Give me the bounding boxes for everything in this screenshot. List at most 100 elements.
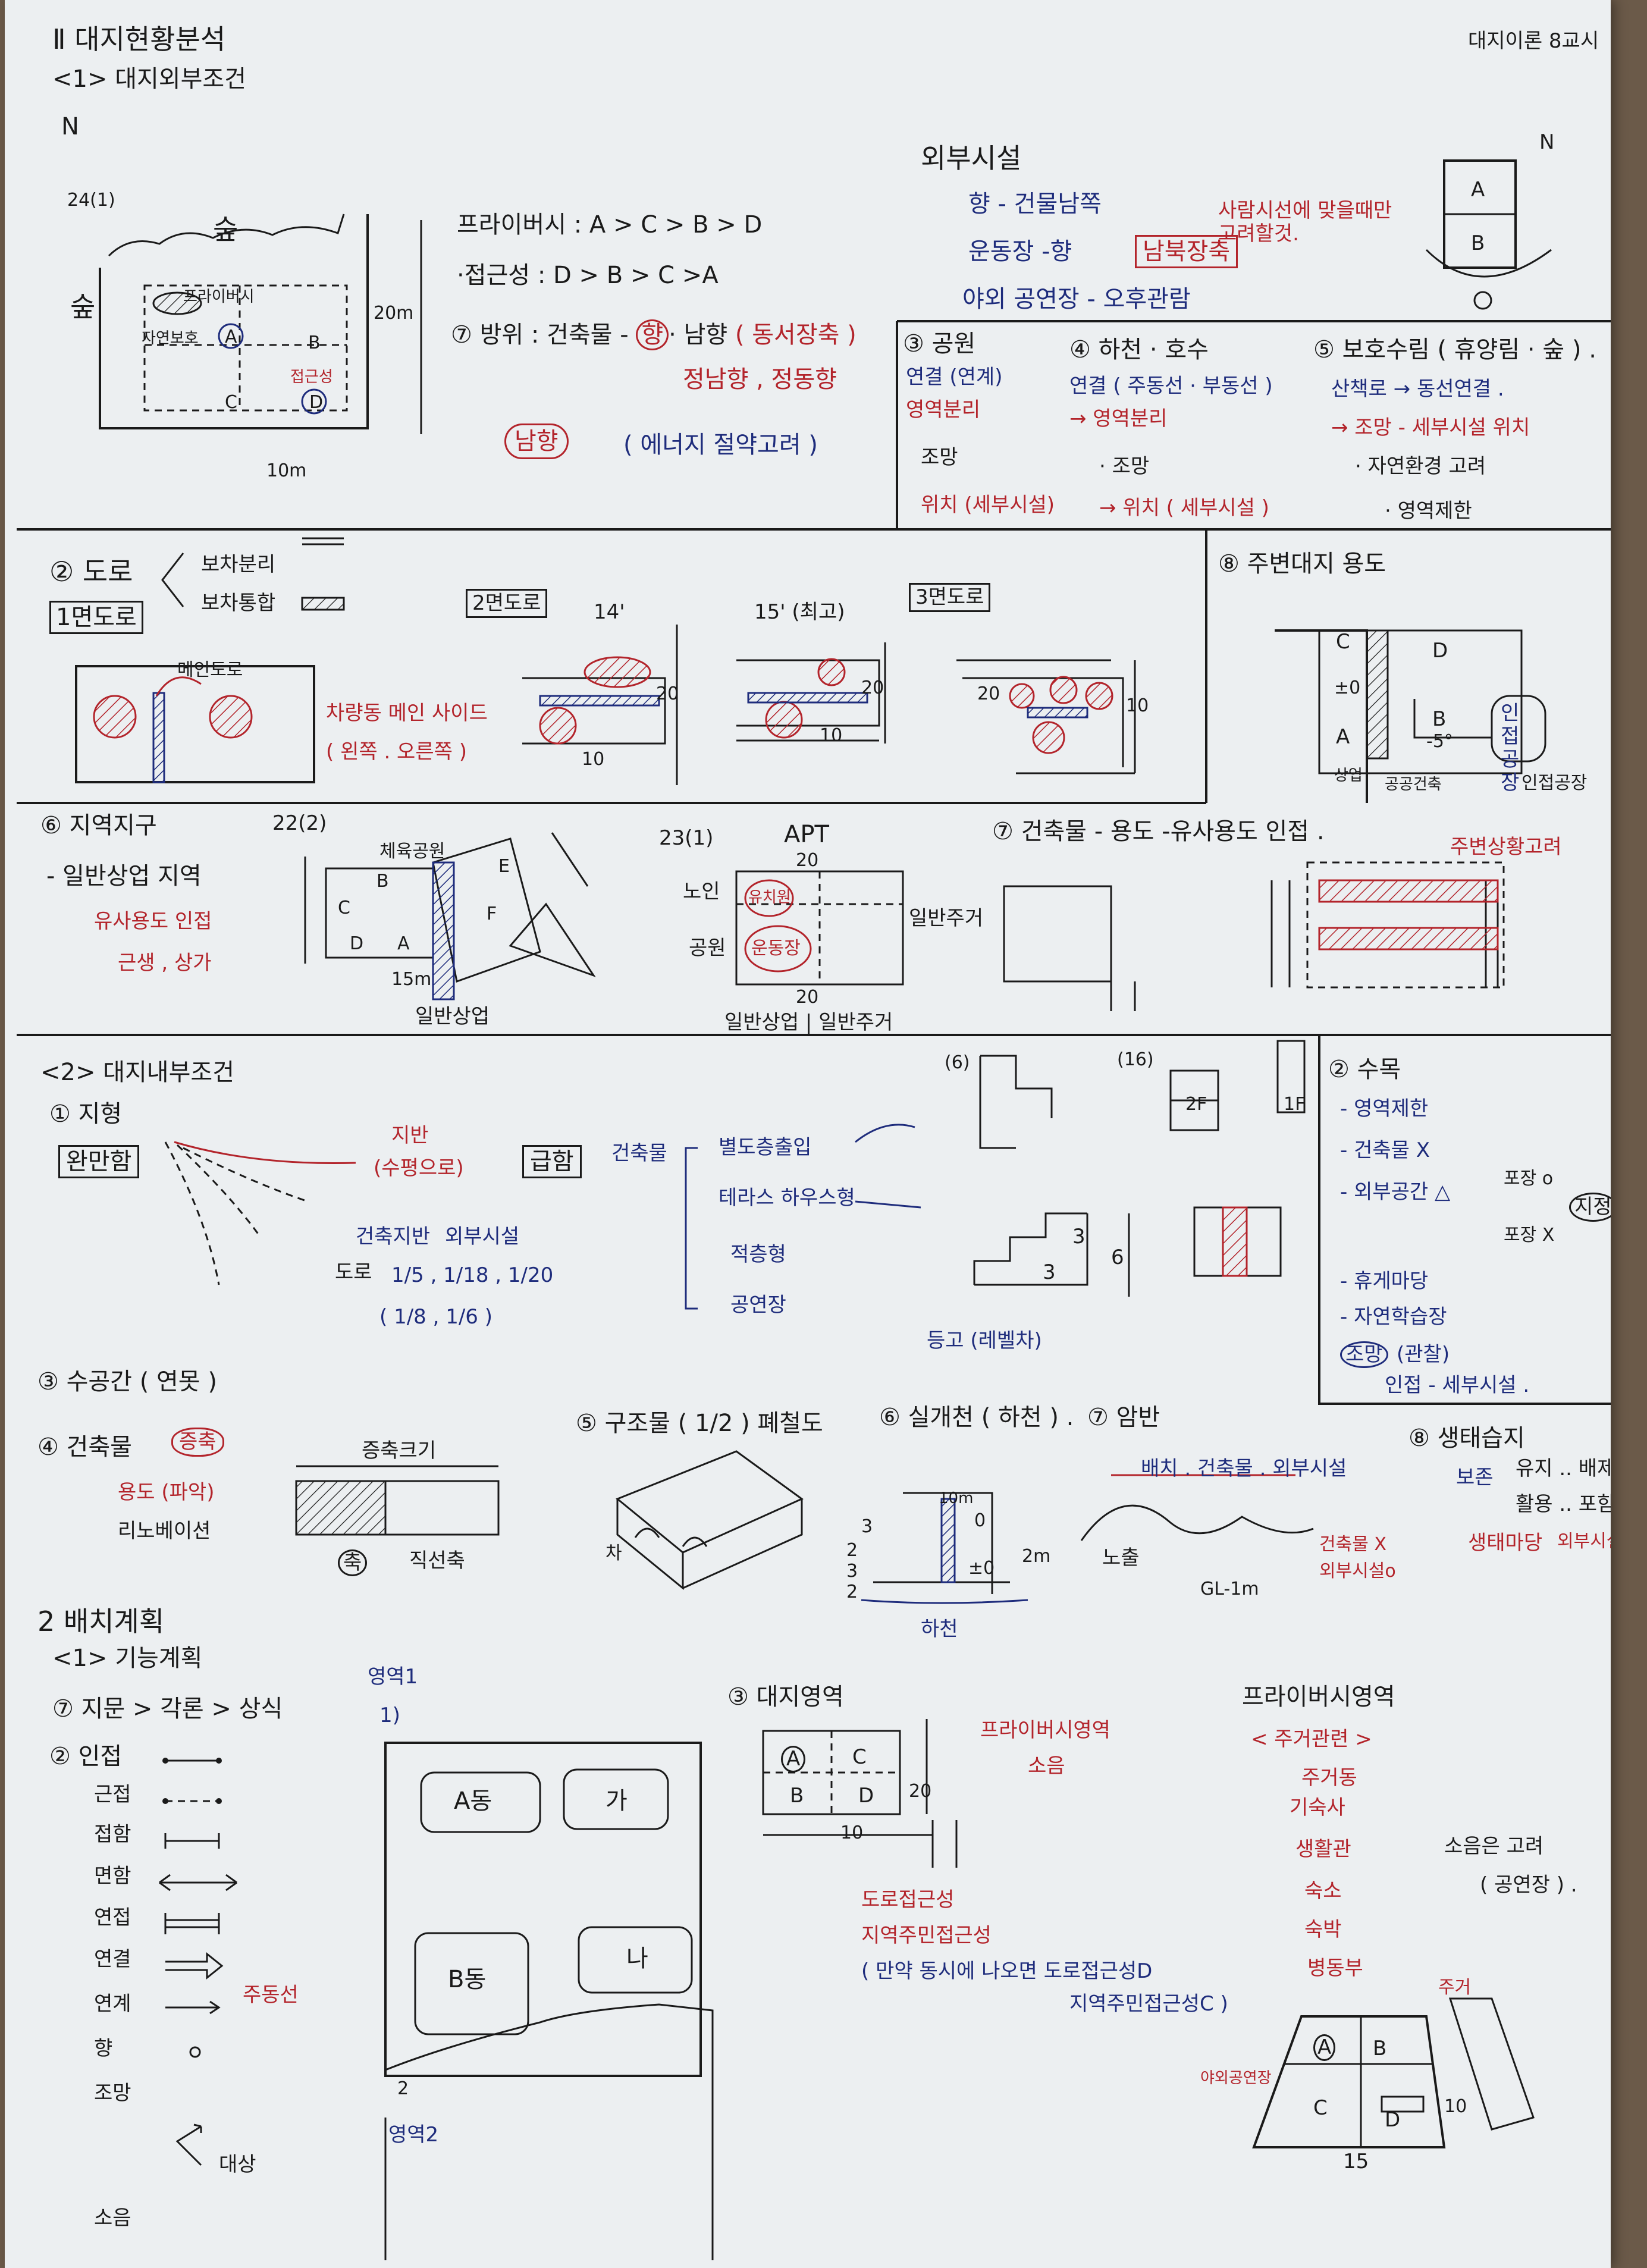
ref-b: (16) <box>1117 1049 1154 1070</box>
site-zone-a: A <box>781 1746 806 1773</box>
relation-label: 조망 <box>94 2081 131 2105</box>
site-zone-road-access: 도로접근성 <box>861 1888 955 1912</box>
site-zone-title: ③ 대지영역 <box>727 1683 844 1711</box>
stream-2m: 2m <box>1022 1546 1051 1567</box>
zone-a-dong: A동 <box>454 1787 492 1815</box>
landuse-title: ⑧ 주변대지 용도 <box>1218 550 1386 578</box>
privacy-order: 프라이버시 : A > C > B > D <box>457 211 763 239</box>
privacy-item-3: 생활관 <box>1295 1837 1351 1861</box>
rock-outcrop: 노출 <box>1102 1546 1140 1570</box>
type-4: 공연장 <box>730 1293 786 1317</box>
roads-title: ② 도로 <box>49 556 133 588</box>
privacy-item-6: 병동부 <box>1307 1956 1363 1980</box>
wetland-title: ⑧ 생태습지 <box>1408 1425 1525 1452</box>
zone-item-2: 유사용도 인접 <box>94 909 212 933</box>
stream-dim-4: 2 <box>846 1582 858 1602</box>
river-item-2: → 영역분리 <box>1069 407 1168 431</box>
building-use-note: 주변상황고려 <box>1450 835 1562 859</box>
relation-label: 연계 <box>94 1992 131 2016</box>
plan-dim-side: 20m <box>374 303 414 324</box>
energy-note: ( 에너지 절약고려 ) <box>623 431 818 459</box>
box-top-right <box>896 320 1611 529</box>
zone-ga: 가 <box>606 1787 628 1815</box>
stream-10m: 10m <box>939 1489 974 1507</box>
plan-d: D <box>309 392 324 413</box>
forest-outline <box>108 214 345 257</box>
zone-ref: 22(2) <box>272 811 327 835</box>
roads-two: 2면도로 <box>466 589 548 619</box>
conservation-item-3: · 자연환경 고려 <box>1355 454 1486 478</box>
external-b: B <box>1471 231 1485 255</box>
trees-title: ② 수목 <box>1328 1056 1401 1083</box>
section-title: Ⅱ 대지현황분석 <box>52 23 226 55</box>
roads-one: 1면도로 <box>49 601 143 634</box>
zoning-area2: 영역2 <box>388 2123 439 2147</box>
roads-corner-dim-a: 20 <box>861 677 884 698</box>
site-zone-dim-a: 20 <box>909 1781 932 1802</box>
three-b: 3 <box>1043 1260 1056 1284</box>
zone2-circle-a: 유치원 <box>748 889 791 906</box>
stream-zero: 0 <box>974 1510 986 1531</box>
relation-label: 면함 <box>94 1864 131 1888</box>
conservation-item-2: → 조망 - 세부시설 위치 <box>1331 416 1530 440</box>
river-title: ④ 하천 · 호수 <box>1069 336 1209 363</box>
external-item-1: 향 - 건물남쪽 <box>968 190 1102 218</box>
stream-dim-1: 3 <box>861 1516 873 1537</box>
privacy-dim-b: 15 <box>1343 2150 1369 2173</box>
park-item-3: 조망 <box>921 446 958 469</box>
relation-label: 소음 <box>94 2206 131 2230</box>
layout-title: 2 배치계획 <box>37 1605 165 1638</box>
external-badge: 남북장축 <box>1135 235 1238 268</box>
roads-three-dim-a: 20 <box>977 683 1000 704</box>
external-item-2: 운동장 -향 <box>968 238 1072 265</box>
pave-x: 포장 X <box>1504 1225 1555 1246</box>
wetland-use: 활용 .. 포함 <box>1516 1492 1611 1516</box>
road-three-site <box>956 659 1136 774</box>
zone2-top-dim: 20 <box>796 850 819 871</box>
layout-rule: ⑦ 지문 > 각론 > 상식 <box>52 1695 283 1723</box>
site-zone-note: ( 만약 동시에 나오면 도로접근성D <box>861 1959 1153 1983</box>
wetland-yard: 생태마당 <box>1468 1531 1543 1555</box>
plan-road-label: 자연보호 <box>142 330 199 347</box>
forest-left-label: 숲 <box>70 291 96 323</box>
site-zone-dim-b: 10 <box>840 1822 864 1843</box>
site-zone-b: B <box>790 1784 804 1808</box>
privacy-item-5: 숙박 <box>1304 1918 1342 1941</box>
designate-circle: 지정 <box>1569 1193 1611 1222</box>
plan-b: B <box>308 332 321 353</box>
site-hatch <box>152 291 202 315</box>
orientation-sub: 정남향 , 정동향 <box>683 366 837 393</box>
trees-item-6: (관찰) <box>1397 1342 1450 1366</box>
relation-note: 대상 <box>219 2153 256 2176</box>
zone-title: ⑥ 지역지구 <box>40 812 157 839</box>
zone2-ref: 23(1) <box>659 826 714 850</box>
relation-label: 접함 <box>94 1822 131 1846</box>
privacy-item-1: 주거동 <box>1301 1766 1357 1790</box>
north-label: N <box>61 113 79 140</box>
zone2-circle-b: 운동장 <box>751 938 801 959</box>
landuse-d: D <box>1432 639 1448 663</box>
roads-main: 메인도로 <box>177 660 243 680</box>
plan-a: A <box>225 327 237 347</box>
site-zone-noise: 소음 <box>1028 1754 1065 1778</box>
trees-item-5: - 자연학습장 <box>1340 1305 1447 1329</box>
zone-item-3: 근생 , 상가 <box>118 951 212 975</box>
note-sheet: Ⅱ 대지현황분석 <1> 대지외부조건 대지이론 8교시 N 24(1) 숲 숲… <box>5 0 1611 2268</box>
zone-label-e: E <box>498 856 510 877</box>
subsection-title: <1> 대지외부조건 <box>52 65 246 93</box>
slopes-b: ( 1/8 , 1/6 ) <box>379 1305 493 1329</box>
internal-road: 도로 <box>335 1260 372 1284</box>
roads-three: 3면도로 <box>909 583 991 613</box>
landuse-park-label: 인접 공장 <box>1501 701 1520 795</box>
road-corner-site <box>736 642 886 744</box>
park-item-2: 영역분리 <box>906 398 981 422</box>
river-item-1: 연결 ( 주동선 · 부동선 ) <box>1069 374 1273 398</box>
structure-car: 차 <box>606 1543 622 1564</box>
axis-circle: 축 <box>338 1549 368 1577</box>
trees-item-2: - 건축물 X <box>1340 1138 1430 1162</box>
roads-corner-dim-b: 10 <box>820 725 843 746</box>
external-a: A <box>1471 178 1485 202</box>
relation-note: 주동선 <box>243 1983 299 2007</box>
site-boundary <box>99 214 369 429</box>
roads-option-1: 보차분리 <box>201 553 276 576</box>
